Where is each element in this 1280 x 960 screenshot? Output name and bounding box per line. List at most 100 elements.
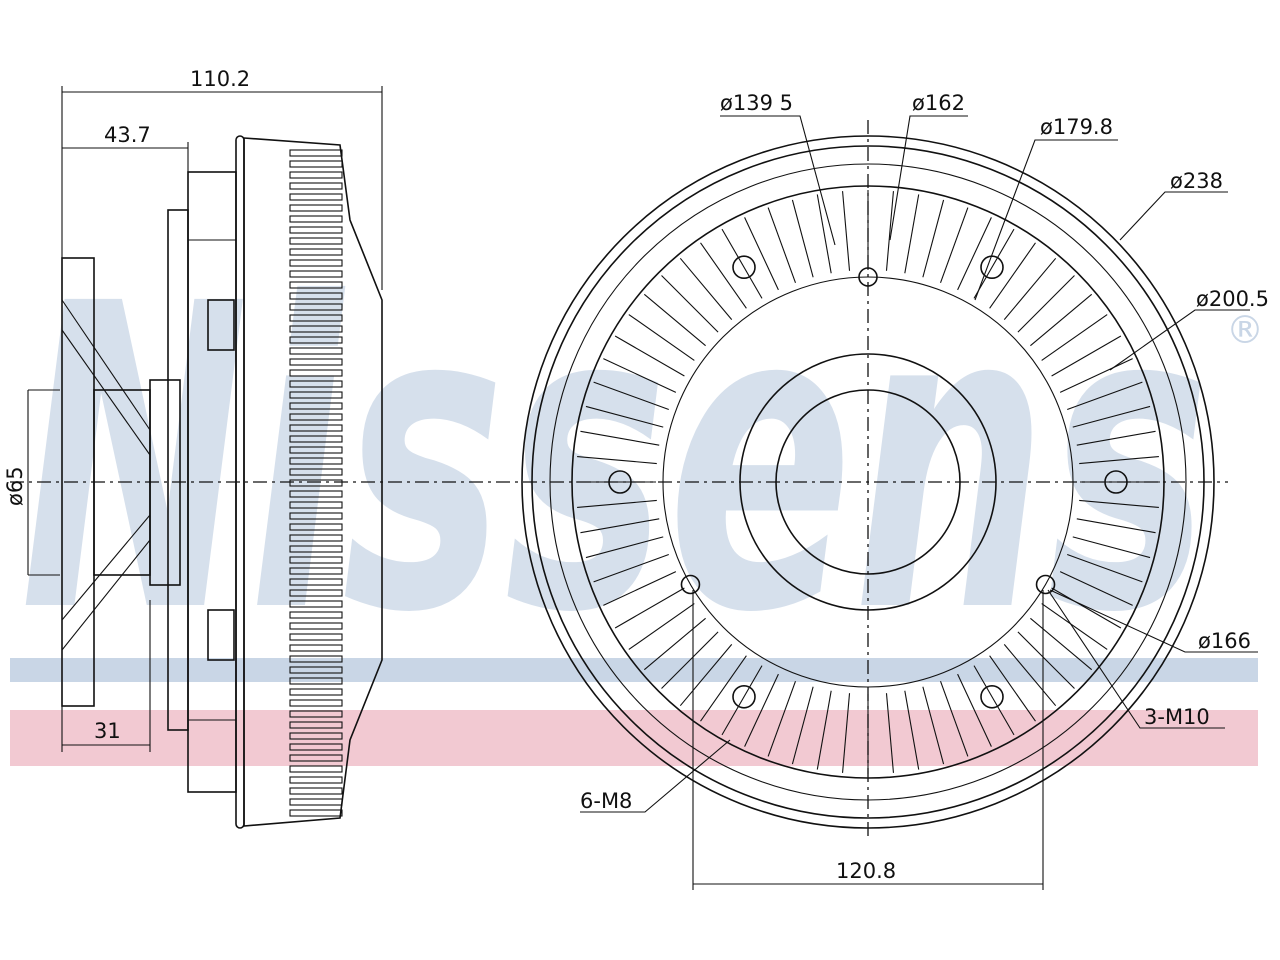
fin-slot bbox=[289, 193, 343, 201]
bolt-holes bbox=[608, 255, 1128, 709]
fin-line bbox=[580, 430, 660, 446]
fin-line bbox=[973, 665, 1015, 736]
fin-slot bbox=[289, 556, 343, 564]
fin-slot bbox=[289, 402, 343, 410]
fin-line bbox=[1076, 430, 1156, 446]
fin-slot bbox=[289, 765, 343, 773]
fin-line bbox=[973, 228, 1015, 299]
fin-line bbox=[628, 603, 695, 650]
bolt-hole-m8 bbox=[732, 684, 756, 709]
fin-line bbox=[885, 191, 894, 271]
fin-line bbox=[661, 631, 719, 689]
fin-line bbox=[816, 194, 832, 274]
fin-slot bbox=[289, 501, 343, 509]
fin-line bbox=[1030, 617, 1093, 671]
cooling-fins-front bbox=[576, 190, 1160, 774]
watermark-blue-band bbox=[10, 658, 1258, 682]
fin-line bbox=[700, 655, 747, 722]
fin-line bbox=[767, 681, 797, 757]
fin-slot bbox=[289, 743, 343, 751]
fin-slot bbox=[289, 160, 343, 168]
fin-line bbox=[791, 199, 814, 278]
fin-line bbox=[585, 405, 664, 428]
fin-slot bbox=[289, 413, 343, 421]
fin-line bbox=[939, 681, 969, 757]
fin-slot bbox=[289, 424, 343, 432]
watermark-logo: Nissens bbox=[20, 216, 1210, 705]
fin-slot bbox=[289, 358, 343, 366]
fin-line bbox=[842, 191, 851, 271]
fin-slot bbox=[289, 314, 343, 322]
dim-diameter-200-5: ø200.5 bbox=[1196, 287, 1269, 311]
dim-diameter-166: ø166 bbox=[1198, 629, 1251, 653]
fin-line bbox=[614, 335, 685, 377]
fin-line bbox=[679, 644, 733, 707]
fin-line bbox=[628, 314, 695, 361]
fin-slot bbox=[289, 336, 343, 344]
fin-slot bbox=[289, 798, 343, 806]
fin-slot bbox=[289, 369, 343, 377]
bolt-hole-m10 bbox=[858, 267, 878, 287]
fin-line bbox=[1051, 587, 1122, 629]
fin-slot bbox=[289, 710, 343, 718]
bolt-hole-m8 bbox=[608, 470, 632, 494]
fin-line bbox=[580, 518, 660, 534]
fin-slot bbox=[289, 732, 343, 740]
fin-line bbox=[904, 690, 920, 770]
dim-diameter-139-5: ø139 5 bbox=[720, 91, 793, 115]
dim-thread-3-m10: 3-M10 bbox=[1144, 705, 1210, 729]
fin-slot bbox=[289, 391, 343, 399]
registered-mark: ® bbox=[1226, 308, 1264, 352]
cooling-fins-side bbox=[289, 149, 343, 817]
fin-slot bbox=[289, 578, 343, 586]
fin-slot bbox=[289, 226, 343, 234]
fin-slot bbox=[289, 182, 343, 190]
fin-line bbox=[1072, 536, 1151, 559]
fin-slot bbox=[289, 809, 343, 817]
fin-slot bbox=[289, 446, 343, 454]
fin-line bbox=[1072, 405, 1151, 428]
fin-line bbox=[1067, 553, 1143, 583]
bolt-hole-m10 bbox=[680, 574, 701, 595]
fin-slot bbox=[289, 281, 343, 289]
fin-line bbox=[842, 693, 851, 773]
fin-slot bbox=[289, 149, 343, 157]
fin-line bbox=[585, 536, 664, 559]
fin-line bbox=[1017, 631, 1075, 689]
fin-line bbox=[679, 257, 733, 320]
fin-line bbox=[643, 293, 706, 347]
fin-slot bbox=[289, 347, 343, 355]
fin-line bbox=[577, 499, 657, 508]
fin-line bbox=[1079, 456, 1159, 465]
fin-line bbox=[922, 686, 945, 765]
fin-line bbox=[614, 587, 685, 629]
fin-line bbox=[593, 553, 669, 583]
fin-slot bbox=[289, 259, 343, 267]
dim-diameter-238: ø238 bbox=[1170, 169, 1223, 193]
fin-line bbox=[989, 242, 1036, 309]
fin-slot bbox=[289, 248, 343, 256]
fin-line bbox=[593, 381, 669, 411]
fin-slot bbox=[289, 237, 343, 245]
fin-slot bbox=[289, 534, 343, 542]
fin-slot bbox=[289, 490, 343, 498]
fin-line bbox=[816, 690, 832, 770]
fin-slot bbox=[289, 633, 343, 641]
fin-line bbox=[643, 617, 706, 671]
fin-slot bbox=[289, 380, 343, 388]
fin-slot bbox=[289, 303, 343, 311]
fin-line bbox=[885, 693, 894, 773]
dim-bolt-span: 120.8 bbox=[836, 859, 896, 883]
fin-line bbox=[1059, 571, 1133, 606]
bolt-hole-m8 bbox=[1104, 470, 1128, 494]
fin-line bbox=[577, 456, 657, 465]
watermark: Nissens ® bbox=[10, 216, 1264, 766]
dim-flange-length: 31 bbox=[94, 719, 121, 743]
fin-slot bbox=[289, 600, 343, 608]
fin-slot bbox=[289, 468, 343, 476]
fin-slot bbox=[289, 655, 343, 663]
fin-slot bbox=[289, 292, 343, 300]
fin-line bbox=[661, 275, 719, 333]
fin-line bbox=[744, 673, 779, 747]
